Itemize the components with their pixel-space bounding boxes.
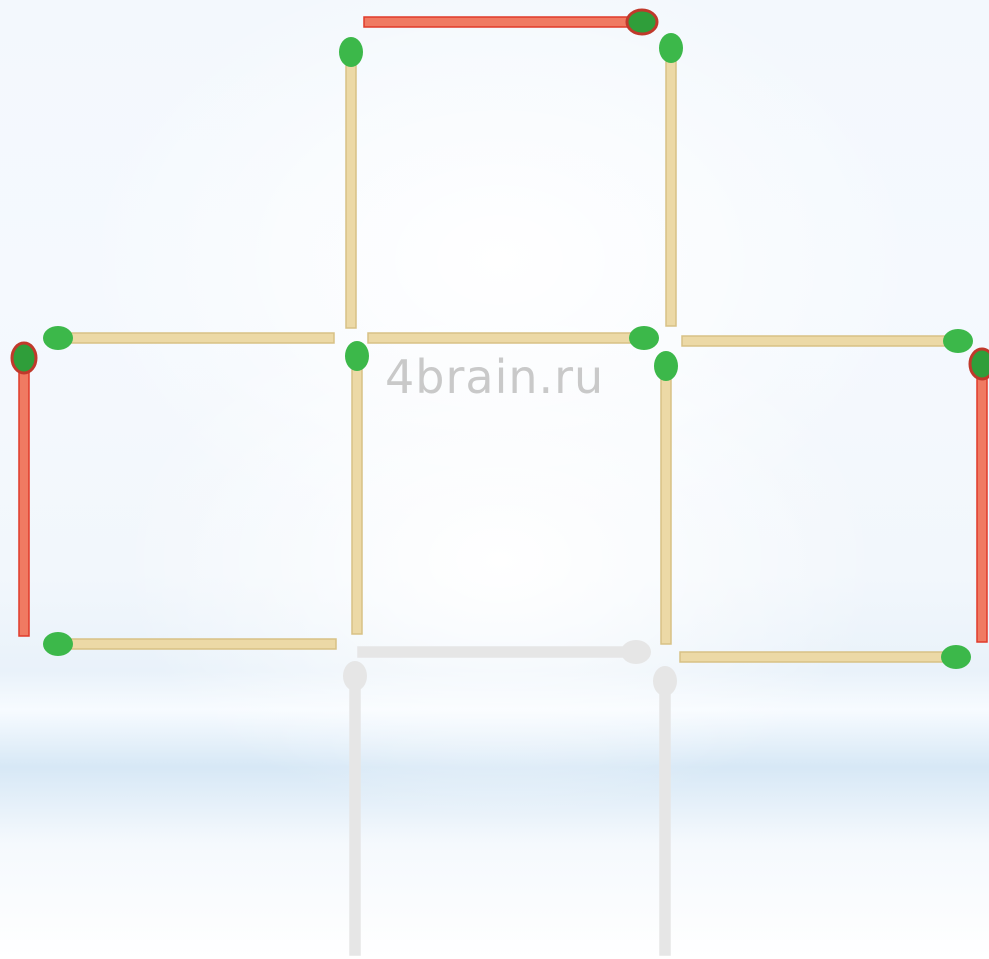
match-bottom-right[interactable] <box>680 645 971 669</box>
moved-match-left-stick <box>19 358 29 636</box>
match-top-right-stick <box>666 48 676 326</box>
moved-match-top-head <box>627 10 657 34</box>
ghost-match-bottom[interactable] <box>358 640 651 664</box>
match-top-left-stick <box>346 52 356 328</box>
match-center-right-stick <box>661 366 671 644</box>
match-mid-right[interactable] <box>682 329 973 353</box>
match-center-left-stick <box>352 356 362 634</box>
moved-match-top-stick <box>364 17 642 27</box>
ghost-match-right-leg-stick <box>660 681 670 955</box>
watermark: 4brain.ru <box>385 350 604 404</box>
match-mid-right-head <box>943 329 973 353</box>
match-mid-center-head <box>629 326 659 350</box>
match-mid-left[interactable] <box>43 326 334 350</box>
moved-match-right[interactable] <box>970 349 989 642</box>
match-center-left[interactable] <box>345 341 369 634</box>
match-bottom-left-head <box>43 632 73 656</box>
ghost-match-bottom-stick <box>358 647 636 657</box>
ghost-match-bottom-head <box>621 640 651 664</box>
moved-match-left-head <box>12 343 36 373</box>
match-mid-center-stick <box>368 333 644 343</box>
match-center-right[interactable] <box>654 351 678 644</box>
match-bottom-right-head <box>941 645 971 669</box>
match-top-right[interactable] <box>659 33 683 326</box>
match-center-left-head <box>345 341 369 371</box>
moved-match-left[interactable] <box>12 343 36 636</box>
moved-match-right-stick <box>977 364 987 642</box>
moved-match-right-head <box>970 349 989 379</box>
ghost-match-left-leg-stick <box>350 676 360 955</box>
match-bottom-left[interactable] <box>43 632 336 656</box>
match-top-right-head <box>659 33 683 63</box>
ghost-match-right-leg-head <box>653 666 677 696</box>
match-mid-right-stick <box>682 336 958 346</box>
match-top-left[interactable] <box>339 37 363 328</box>
ghost-match-left-leg-head <box>343 661 367 691</box>
match-center-right-head <box>654 351 678 381</box>
match-mid-left-stick <box>58 333 334 343</box>
match-top-left-head <box>339 37 363 67</box>
ghost-match-left-leg[interactable] <box>343 661 367 955</box>
match-bottom-right-stick <box>680 652 956 662</box>
match-bottom-left-stick <box>58 639 336 649</box>
match-mid-center[interactable] <box>368 326 659 350</box>
ghost-match-right-leg[interactable] <box>653 666 677 955</box>
moved-match-top[interactable] <box>364 10 657 34</box>
match-mid-left-head <box>43 326 73 350</box>
